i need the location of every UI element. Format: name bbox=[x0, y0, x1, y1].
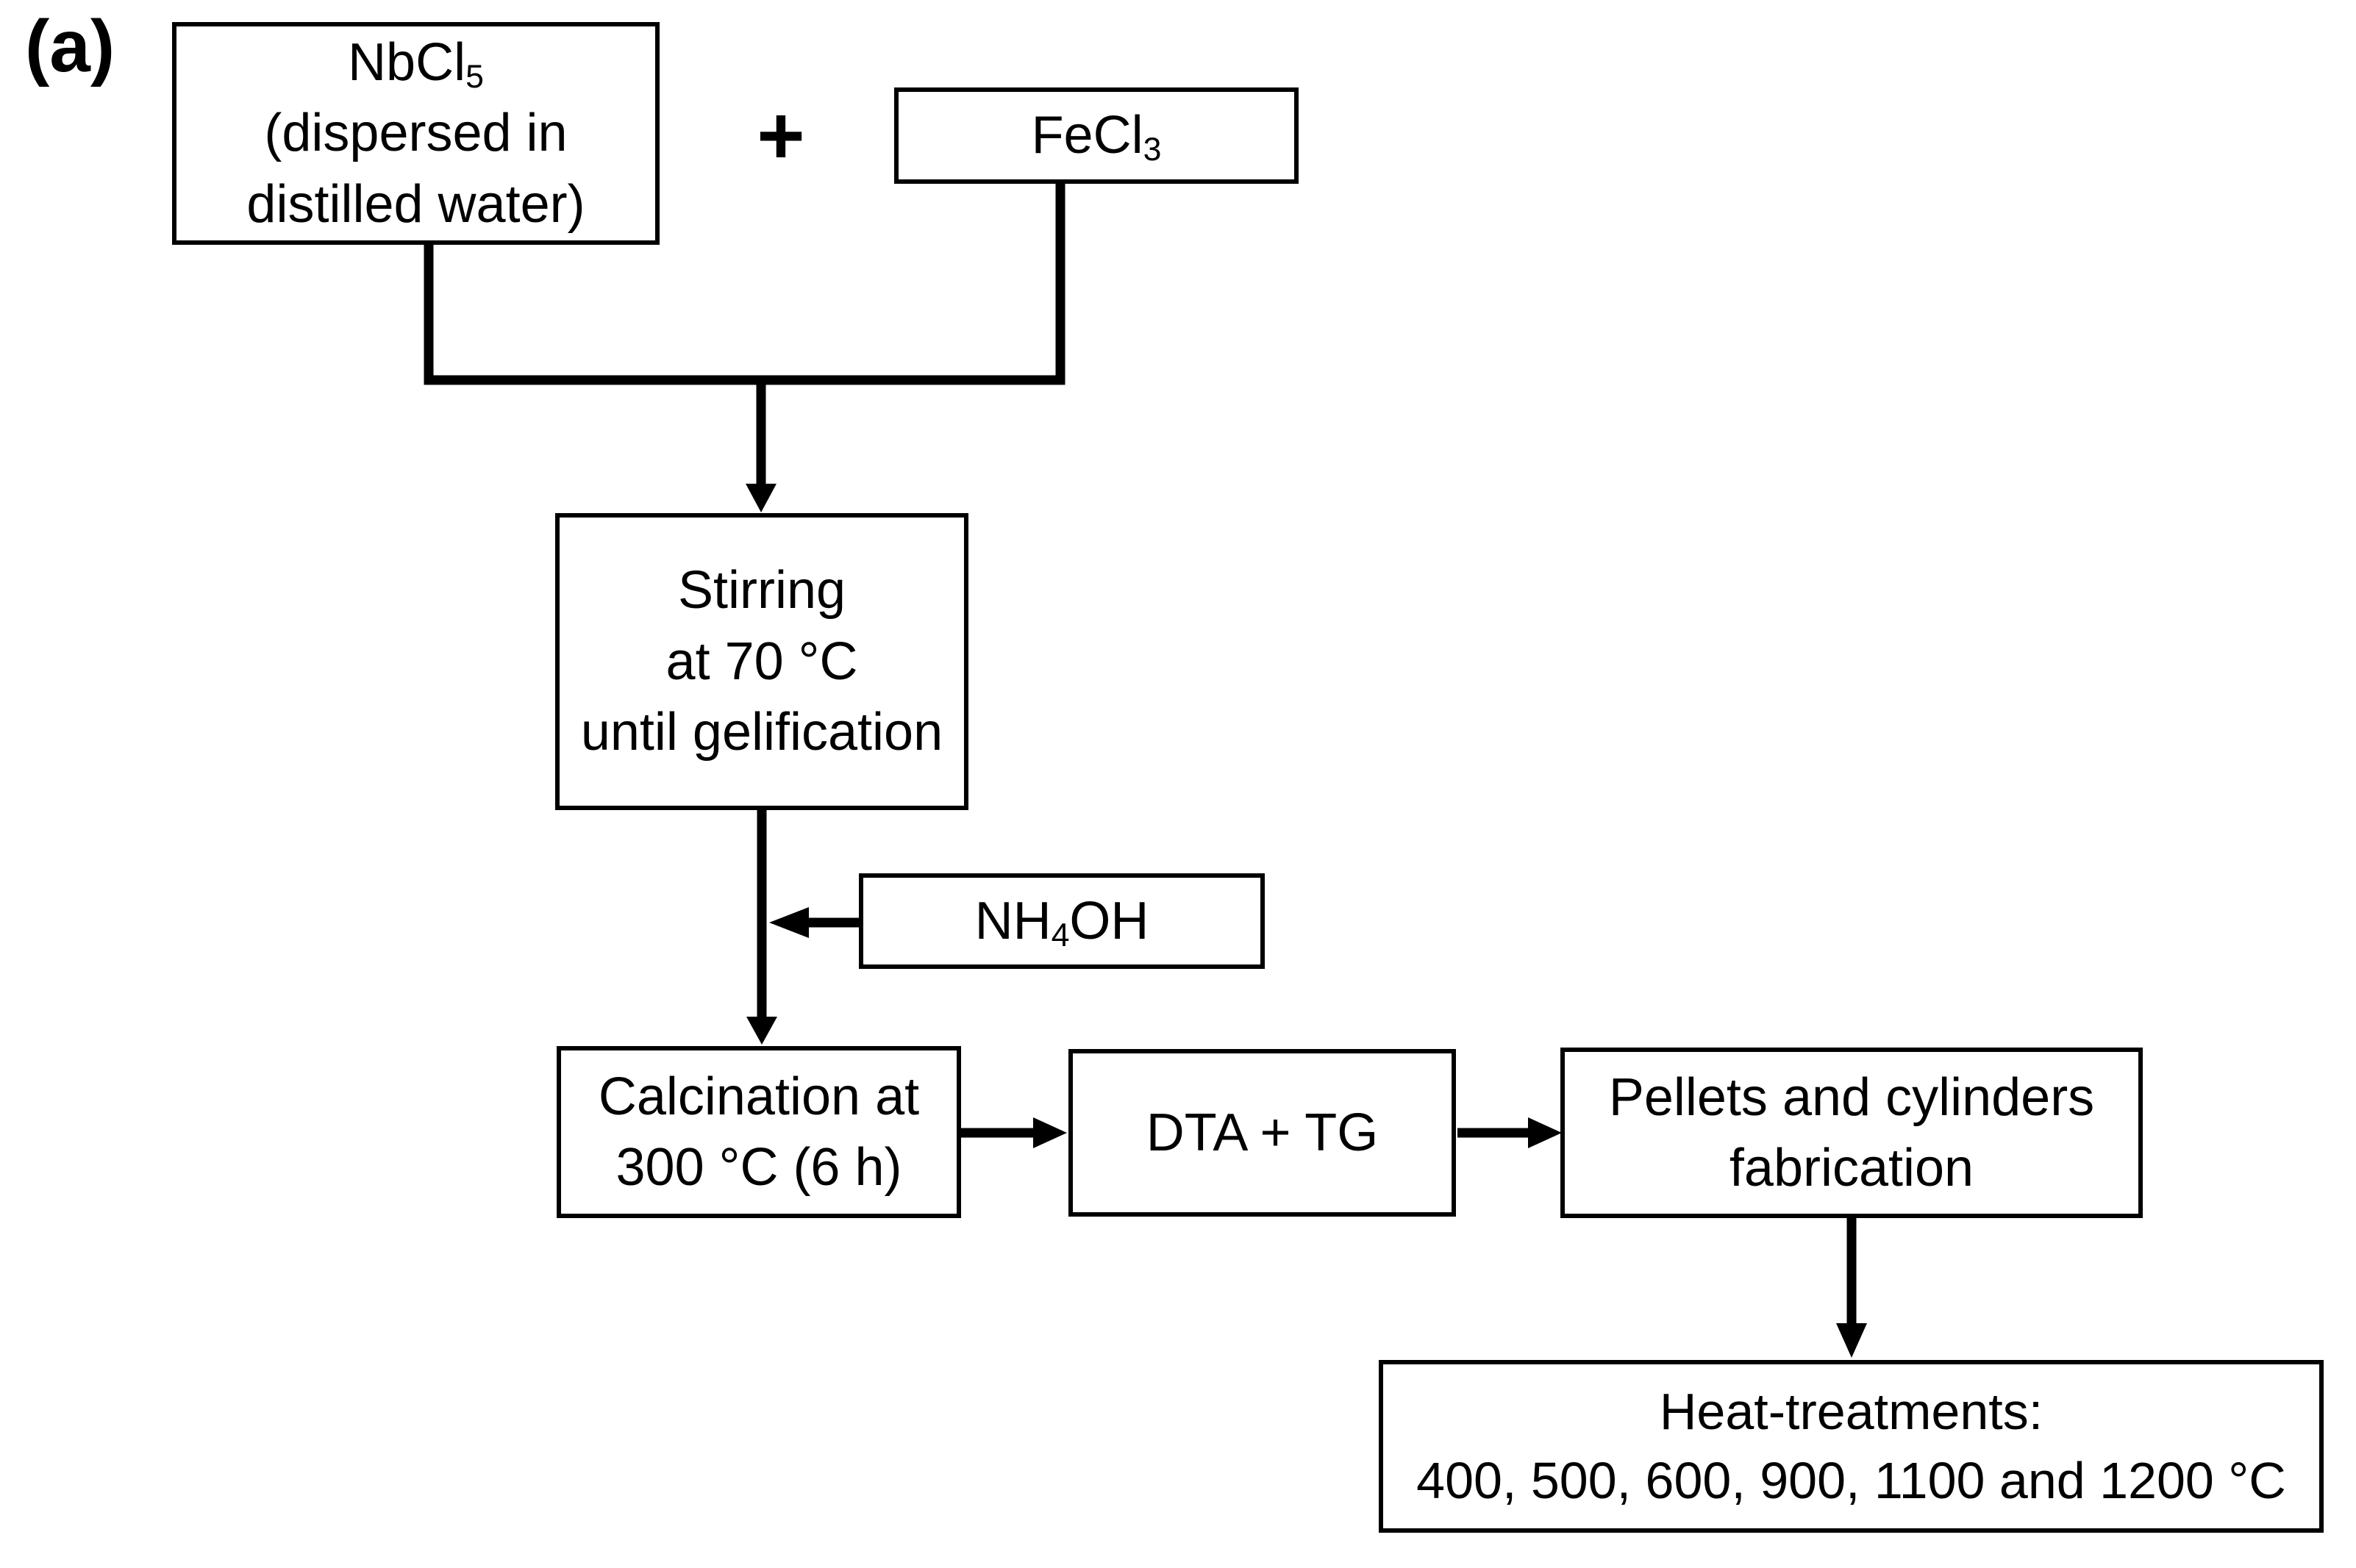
calcination-line1: Calcination at bbox=[598, 1067, 920, 1126]
nbcl5-formula: NbCl5 bbox=[348, 27, 484, 98]
pellets-fabrication-box: Pellets and cylinders fabrication bbox=[1560, 1048, 2143, 1218]
arrow-dta-to-pellets bbox=[1457, 1117, 1562, 1148]
pellets-line2: fabrication bbox=[1729, 1139, 1974, 1198]
pellets-line1: Pellets and cylinders bbox=[1608, 1067, 2095, 1127]
nbcl5-formula-subscript: 5 bbox=[465, 58, 484, 95]
arrow-nh4oh-to-stream bbox=[769, 907, 859, 938]
fecl3-formula: FeCl3 bbox=[1032, 100, 1162, 171]
nbcl5-formula-base: NbCl bbox=[348, 32, 466, 92]
arrow-down-icon bbox=[1836, 1323, 1867, 1358]
fecl3-formula-subscript: 3 bbox=[1143, 132, 1162, 168]
arrow-down-icon bbox=[746, 1017, 777, 1045]
stirring-line2: at 70 °C bbox=[665, 631, 858, 691]
stirring-box: Stirring at 70 °C until gelification bbox=[555, 513, 968, 810]
arrow-right-icon bbox=[1033, 1117, 1067, 1148]
arrow-merge-to-stirring bbox=[746, 380, 777, 512]
nbcl5-box: NbCl5 (dispersed in distilled water) bbox=[172, 22, 660, 245]
dta-tg-box: DTA + TG bbox=[1068, 1049, 1456, 1217]
nh4oh-formula: NH4OH bbox=[975, 886, 1149, 956]
panel-label: (a) bbox=[25, 5, 115, 87]
arrow-pellets-to-heat bbox=[1836, 1218, 1867, 1358]
arrow-down-icon bbox=[746, 484, 777, 512]
merge-connector-line bbox=[424, 184, 1065, 385]
fecl3-formula-base: FeCl bbox=[1031, 106, 1143, 165]
nh4oh-formula-tail: OH bbox=[1069, 891, 1149, 951]
dta-tg-label: DTA + TG bbox=[1146, 1103, 1379, 1162]
stirring-line3: until gelification bbox=[580, 703, 943, 762]
nbcl5-line3: distilled water) bbox=[246, 174, 585, 234]
heat-treatments-line1: Heat-treatments: bbox=[1659, 1382, 2043, 1440]
plus-operator: + bbox=[757, 90, 805, 182]
calcination-box: Calcination at 300 °C (6 h) bbox=[557, 1046, 961, 1218]
arrow-stirring-to-calcination bbox=[746, 810, 777, 1045]
nbcl5-line2: (dispersed in bbox=[264, 104, 568, 163]
arrow-left-icon bbox=[769, 907, 809, 938]
fecl3-box: FeCl3 bbox=[894, 87, 1299, 184]
arrow-calcination-to-dta bbox=[961, 1117, 1067, 1148]
nh4oh-formula-base: NH bbox=[974, 891, 1052, 951]
heat-treatments-box: Heat-treatments: 400, 500, 600, 900, 110… bbox=[1379, 1360, 2324, 1533]
heat-treatments-line2: 400, 500, 600, 900, 1100 and 1200 °C bbox=[1416, 1451, 2286, 1509]
calcination-line2: 300 °C (6 h) bbox=[615, 1138, 902, 1197]
arrow-right-icon bbox=[1528, 1117, 1562, 1148]
nh4oh-box: NH4OH bbox=[859, 873, 1265, 969]
stirring-line1: Stirring bbox=[677, 561, 846, 620]
merge-connector bbox=[424, 184, 1065, 385]
nh4oh-formula-subscript: 4 bbox=[1051, 917, 1070, 953]
